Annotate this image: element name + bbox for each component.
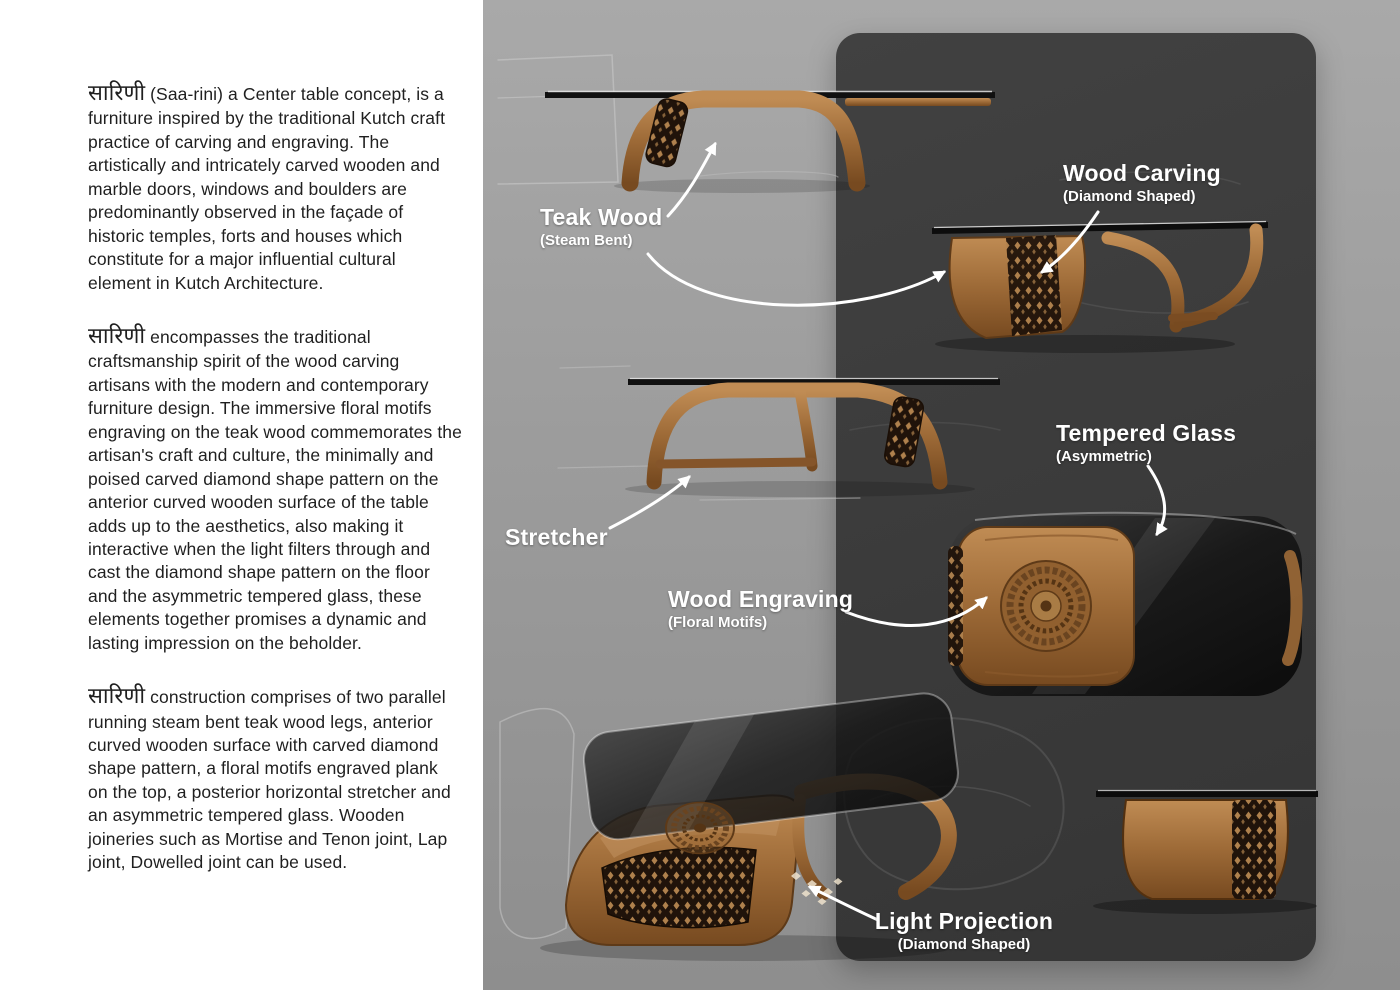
description-text: सारिणी (Saa-rini) a Center table concept…: [88, 78, 462, 901]
annotation-title: Tempered Glass: [1056, 420, 1237, 446]
paragraph-text: encompasses the traditional craftsmanshi…: [88, 326, 462, 653]
construction-paragraph: सारिणी construction comprises of two par…: [88, 681, 462, 875]
floral-engraving-top-view: [1000, 560, 1092, 652]
annotation-title: Stretcher: [505, 524, 608, 550]
concept-paragraph: सारिणी encompasses the traditional craft…: [88, 321, 462, 655]
annotation-subtitle: (Floral Motifs): [668, 614, 768, 631]
render-top-view: [948, 511, 1303, 696]
annotation-arrows: [608, 141, 1168, 922]
annotation-title: Wood Carving: [1063, 160, 1221, 186]
paragraph-text: (Saa-rini) a Center table concept, is a …: [88, 84, 446, 293]
annotation-wood-engraving: Wood Engraving (Floral Motifs): [668, 586, 853, 631]
tempered-glass-arrow: [1146, 464, 1168, 537]
teak-wood-arrow: [666, 141, 717, 218]
annotation-subtitle: (Diamond Shaped): [1063, 188, 1196, 205]
render-side-view-middle: [625, 377, 1000, 497]
annotation-subtitle: (Asymmetric): [1056, 448, 1152, 465]
render-perspective-view-top-right: [931, 220, 1269, 353]
render-front-view-bottom-right: [1093, 789, 1318, 914]
annotation-subtitle: (Steam Bent): [540, 232, 633, 249]
annotation-subtitle: (Diamond Shaped): [897, 936, 1031, 953]
devanagari-title: सारिणी: [88, 322, 146, 348]
light-projection-arrow: [807, 885, 880, 922]
annotation-title: Wood Engraving: [668, 586, 854, 612]
intro-paragraph: सारिणी (Saa-rini) a Center table concept…: [88, 78, 462, 295]
wood-carving-arrow: [1039, 210, 1100, 274]
annotation-title: Light Projection: [874, 908, 1054, 934]
teak-wood-arrow-long: [646, 252, 947, 307]
stretcher-arrow: [608, 475, 691, 530]
annotation-stretcher: Stretcher: [505, 524, 608, 551]
devanagari-title: सारिणी: [88, 683, 146, 709]
wood-engraving-arrow: [844, 596, 988, 628]
render-side-view-top: [545, 90, 995, 193]
floral-engraving-perspective: [665, 801, 735, 855]
devanagari-title: सारिणी: [88, 80, 146, 105]
paragraph-text: construction comprises of two parallel r…: [88, 687, 451, 873]
annotation-teak-wood: Teak Wood (Steam Bent): [540, 204, 662, 249]
annotation-title: Teak Wood: [540, 204, 663, 230]
annotation-light-projection: Light Projection (Diamond Shaped): [872, 908, 1056, 953]
description-panel: सारिणी (Saa-rini) a Center table concept…: [0, 0, 483, 990]
render-perspective-view-bottom: [540, 692, 959, 961]
annotation-tempered-glass: Tempered Glass (Asymmetric): [1056, 420, 1236, 465]
annotation-wood-carving: Wood Carving (Diamond Shaped): [1063, 160, 1221, 205]
